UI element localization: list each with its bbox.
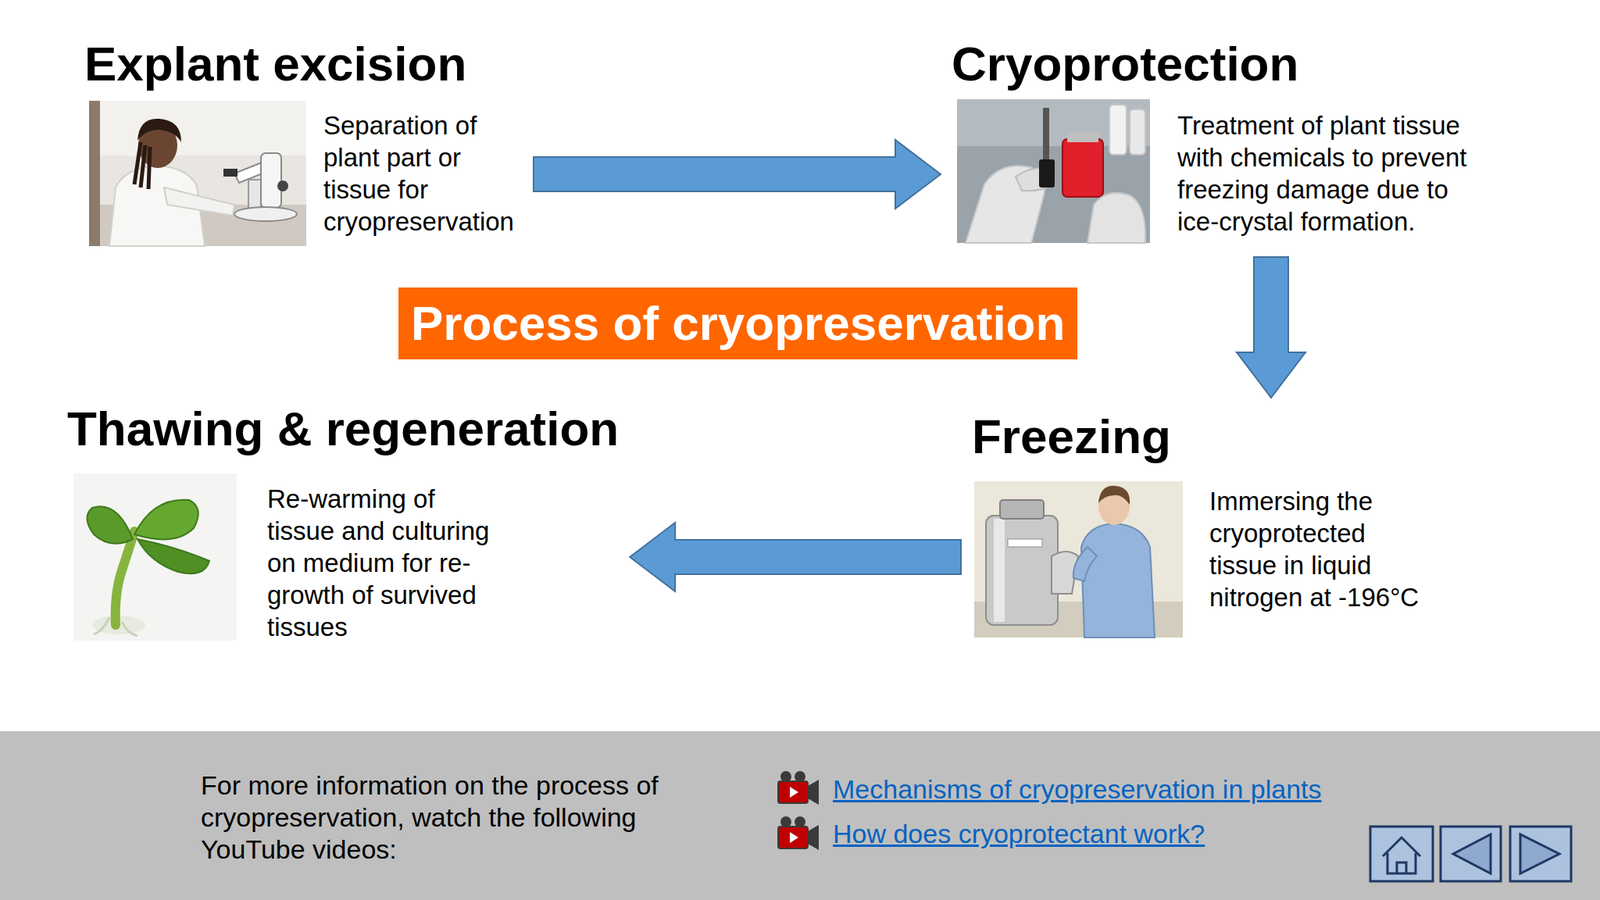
step-heading: Freezing — [971, 408, 1429, 465]
video-icon — [778, 816, 819, 850]
process-step: Explant excisionSeparation of plant part… — [84, 35, 523, 250]
flow-arrow — [1236, 257, 1306, 398]
cryoprotectant-photo — [957, 99, 1150, 243]
process-step: FreezingImmersing the cryoprotected tiss… — [971, 408, 1429, 643]
home-button — [1370, 826, 1433, 882]
lab-photo — [89, 100, 307, 247]
plantlet-photo — [73, 473, 237, 641]
liquid-nitrogen-photo — [974, 481, 1183, 638]
video-link: How does cryoprotectant work? — [832, 817, 1205, 850]
flow-arrow — [629, 522, 961, 592]
step-description: Immersing the cryoprotected tissue in li… — [1209, 485, 1429, 614]
flow-arrow — [533, 139, 941, 209]
process-step: CryoprotectionTreatment of plant tissue … — [951, 35, 1490, 247]
footer-band — [0, 731, 1600, 900]
video-link: Mechanisms of cryopreservation in plants — [832, 773, 1322, 806]
title-banner: Process of cryopreservation — [398, 287, 1078, 360]
step-heading: Cryoprotection — [951, 35, 1490, 93]
step-description: Re-warming of tissue and culturing on me… — [267, 482, 499, 643]
step-description: Treatment of plant tissue with chemicals… — [1177, 109, 1490, 238]
forward-button — [1510, 826, 1572, 882]
video-icon — [778, 771, 819, 805]
step-heading: Thawing & regeneration — [67, 400, 619, 458]
back-button — [1440, 826, 1501, 882]
step-description: Separation of plant part or tissue for c… — [323, 109, 523, 238]
process-step: Thawing & regenerationRe-warming of tiss… — [67, 400, 619, 646]
step-heading: Explant excision — [84, 35, 523, 93]
footer-note: For more information on the process of c… — [200, 769, 686, 866]
